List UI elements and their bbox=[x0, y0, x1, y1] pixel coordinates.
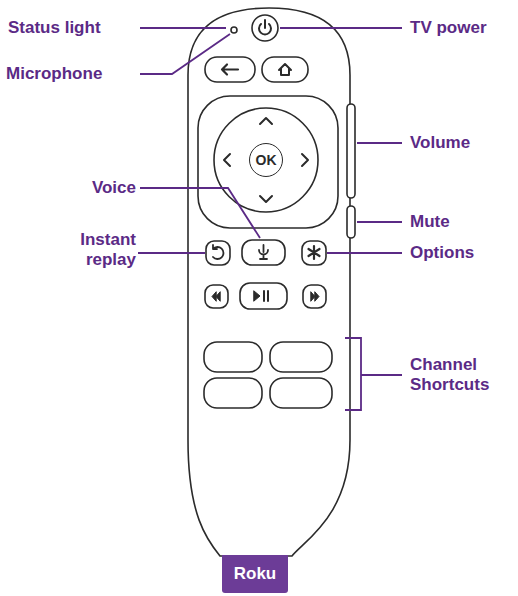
replay-button bbox=[206, 241, 230, 265]
bracket bbox=[345, 338, 402, 410]
node-text: Roku bbox=[234, 564, 277, 584]
mic-icon bbox=[259, 245, 268, 259]
back-button bbox=[205, 57, 255, 82]
callout-label: Options bbox=[410, 243, 514, 263]
node-text: OK bbox=[256, 152, 277, 168]
voice-button bbox=[242, 240, 285, 265]
leader-line bbox=[357, 221, 402, 223]
brand-tab: Roku bbox=[222, 555, 288, 593]
options-icon bbox=[309, 246, 320, 259]
callout-label: Instant replay bbox=[50, 230, 136, 270]
shortcut-button bbox=[204, 378, 262, 408]
dpad-right bbox=[302, 154, 308, 166]
replay-icon bbox=[213, 245, 223, 259]
dpad-ring bbox=[214, 108, 318, 212]
callout-label: Status light bbox=[8, 18, 138, 38]
callout-label: Volume bbox=[410, 133, 514, 153]
callout-label: Voice bbox=[60, 178, 136, 198]
options-button bbox=[302, 241, 326, 265]
dpad-up bbox=[260, 118, 272, 124]
power-icon bbox=[259, 20, 271, 34]
play-button bbox=[240, 283, 287, 309]
remote-body bbox=[188, 8, 350, 556]
shortcut-button bbox=[270, 378, 332, 408]
callout-label: Microphone bbox=[6, 64, 138, 84]
leader-line bbox=[327, 252, 402, 254]
leader-line bbox=[140, 188, 260, 238]
forward-icon bbox=[311, 292, 319, 301]
status-light bbox=[231, 27, 237, 33]
shortcut-button bbox=[270, 342, 332, 372]
home-button bbox=[262, 57, 308, 82]
callout-label: Channel Shortcuts bbox=[410, 355, 514, 395]
play-icon bbox=[254, 291, 260, 301]
rewind-button bbox=[205, 285, 228, 308]
dpad-down bbox=[260, 196, 272, 202]
ok-button: OK bbox=[249, 143, 283, 177]
rewind-icon bbox=[212, 292, 220, 301]
leader-line bbox=[138, 252, 205, 254]
pause-icon bbox=[264, 291, 268, 301]
home-icon bbox=[279, 64, 291, 75]
shortcut-button bbox=[204, 342, 262, 372]
leader-line bbox=[280, 27, 402, 29]
power-button bbox=[252, 15, 278, 41]
leader-line bbox=[140, 34, 230, 74]
leader-line bbox=[140, 27, 226, 29]
callout-label: TV power bbox=[410, 18, 514, 38]
volume-rocker bbox=[347, 104, 355, 198]
leader-line bbox=[357, 142, 402, 144]
dpad-left bbox=[224, 154, 230, 166]
dpad bbox=[198, 96, 338, 228]
forward-button bbox=[303, 285, 326, 308]
mute-button bbox=[347, 206, 355, 238]
callout-label: Mute bbox=[410, 212, 514, 232]
back-icon bbox=[222, 65, 238, 75]
